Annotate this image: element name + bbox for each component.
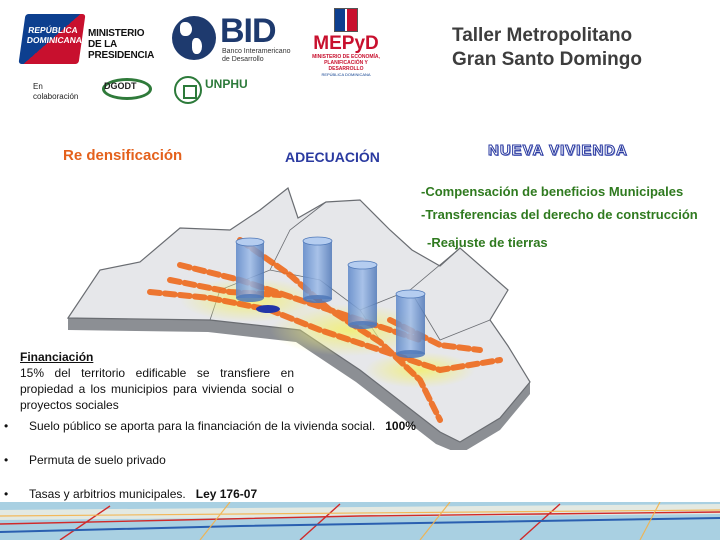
bid-subtitle: Banco Interamericano de Desarrollo [222,48,291,63]
mepyd-country: REPÚBLICA DOMINICANA [321,72,371,77]
collaboration-label: En colaboración [33,82,79,101]
republica-dominicana-logo: REPÚBLICA DOMINICANA MINISTERIO DE LA PR… [18,14,162,66]
globe-icon [172,16,216,60]
rd-logo-text-1: REPÚBLICA [27,25,79,35]
rd-flag-icon: REPÚBLICA DOMINICANA [18,14,86,64]
page-title: Taller Metropolitano Gran Santo Domingo [452,24,642,72]
bullet-icon: • [4,419,9,433]
instrument-compensacion: -Compensación de beneficios Municipales [421,184,684,199]
bullet-strong: Ley 176-07 [195,487,258,501]
dgodt-wordmark: DGODT [104,81,137,91]
nueva-vivienda-heading: NUEVA VIVIENDA [488,142,628,160]
ministerio-presidencia-text: MINISTERIO DE LA PRESIDENCIA [88,28,155,61]
bid-logo: BID Banco Interamericano de Desarrollo [172,12,302,64]
bid-wordmark: BID [220,12,277,50]
title-line-2: Gran Santo Domingo [452,49,642,70]
bullet-text: Suelo público se aporta para la financia… [29,419,376,433]
dgodt-ring-icon [102,78,152,100]
city-map-strip [0,502,720,540]
territory-map [66,187,531,450]
rd-logo-text-2: DOMINICANA [26,35,83,45]
instrument-transferencias: -Transferencias del derecho de construcc… [421,207,698,222]
mepyd-wordmark: MEPyD [313,33,379,54]
dgodt-logo: DGODT [96,76,152,106]
coat-of-arms-icon [334,8,358,32]
redensificacion-heading: Re densificación [63,147,183,164]
financiacion-title: Financiación [20,350,94,364]
mepyd-subtitle: MINISTERIO DE ECONOMÍA, PLANIFICACIÓN Y … [312,54,380,72]
title-line-1: Taller Metropolitano [452,25,633,46]
mepyd-logo: MEPyD MINISTERIO DE ECONOMÍA, PLANIFICAC… [306,8,386,82]
bullet-icon: • [4,453,9,467]
unphu-logo: UNPHU [174,76,254,106]
instrument-reajuste: -Reajuste de tierras [427,235,548,250]
bullet-text: Permuta de suelo privado [29,453,166,467]
unphu-wordmark: UNPHU [205,77,248,91]
bullet-strong: 100% [385,419,416,433]
density-cylinders [235,236,426,358]
unphu-seal-icon [174,76,202,104]
bullet-text: Tasas y arbitrios municipales. [29,487,186,501]
bullet-icon: • [4,487,9,501]
adecuacion-heading: ADECUACIÓN [285,149,380,165]
financiacion-body: 15% del territorio edificable se transfi… [20,366,294,412]
